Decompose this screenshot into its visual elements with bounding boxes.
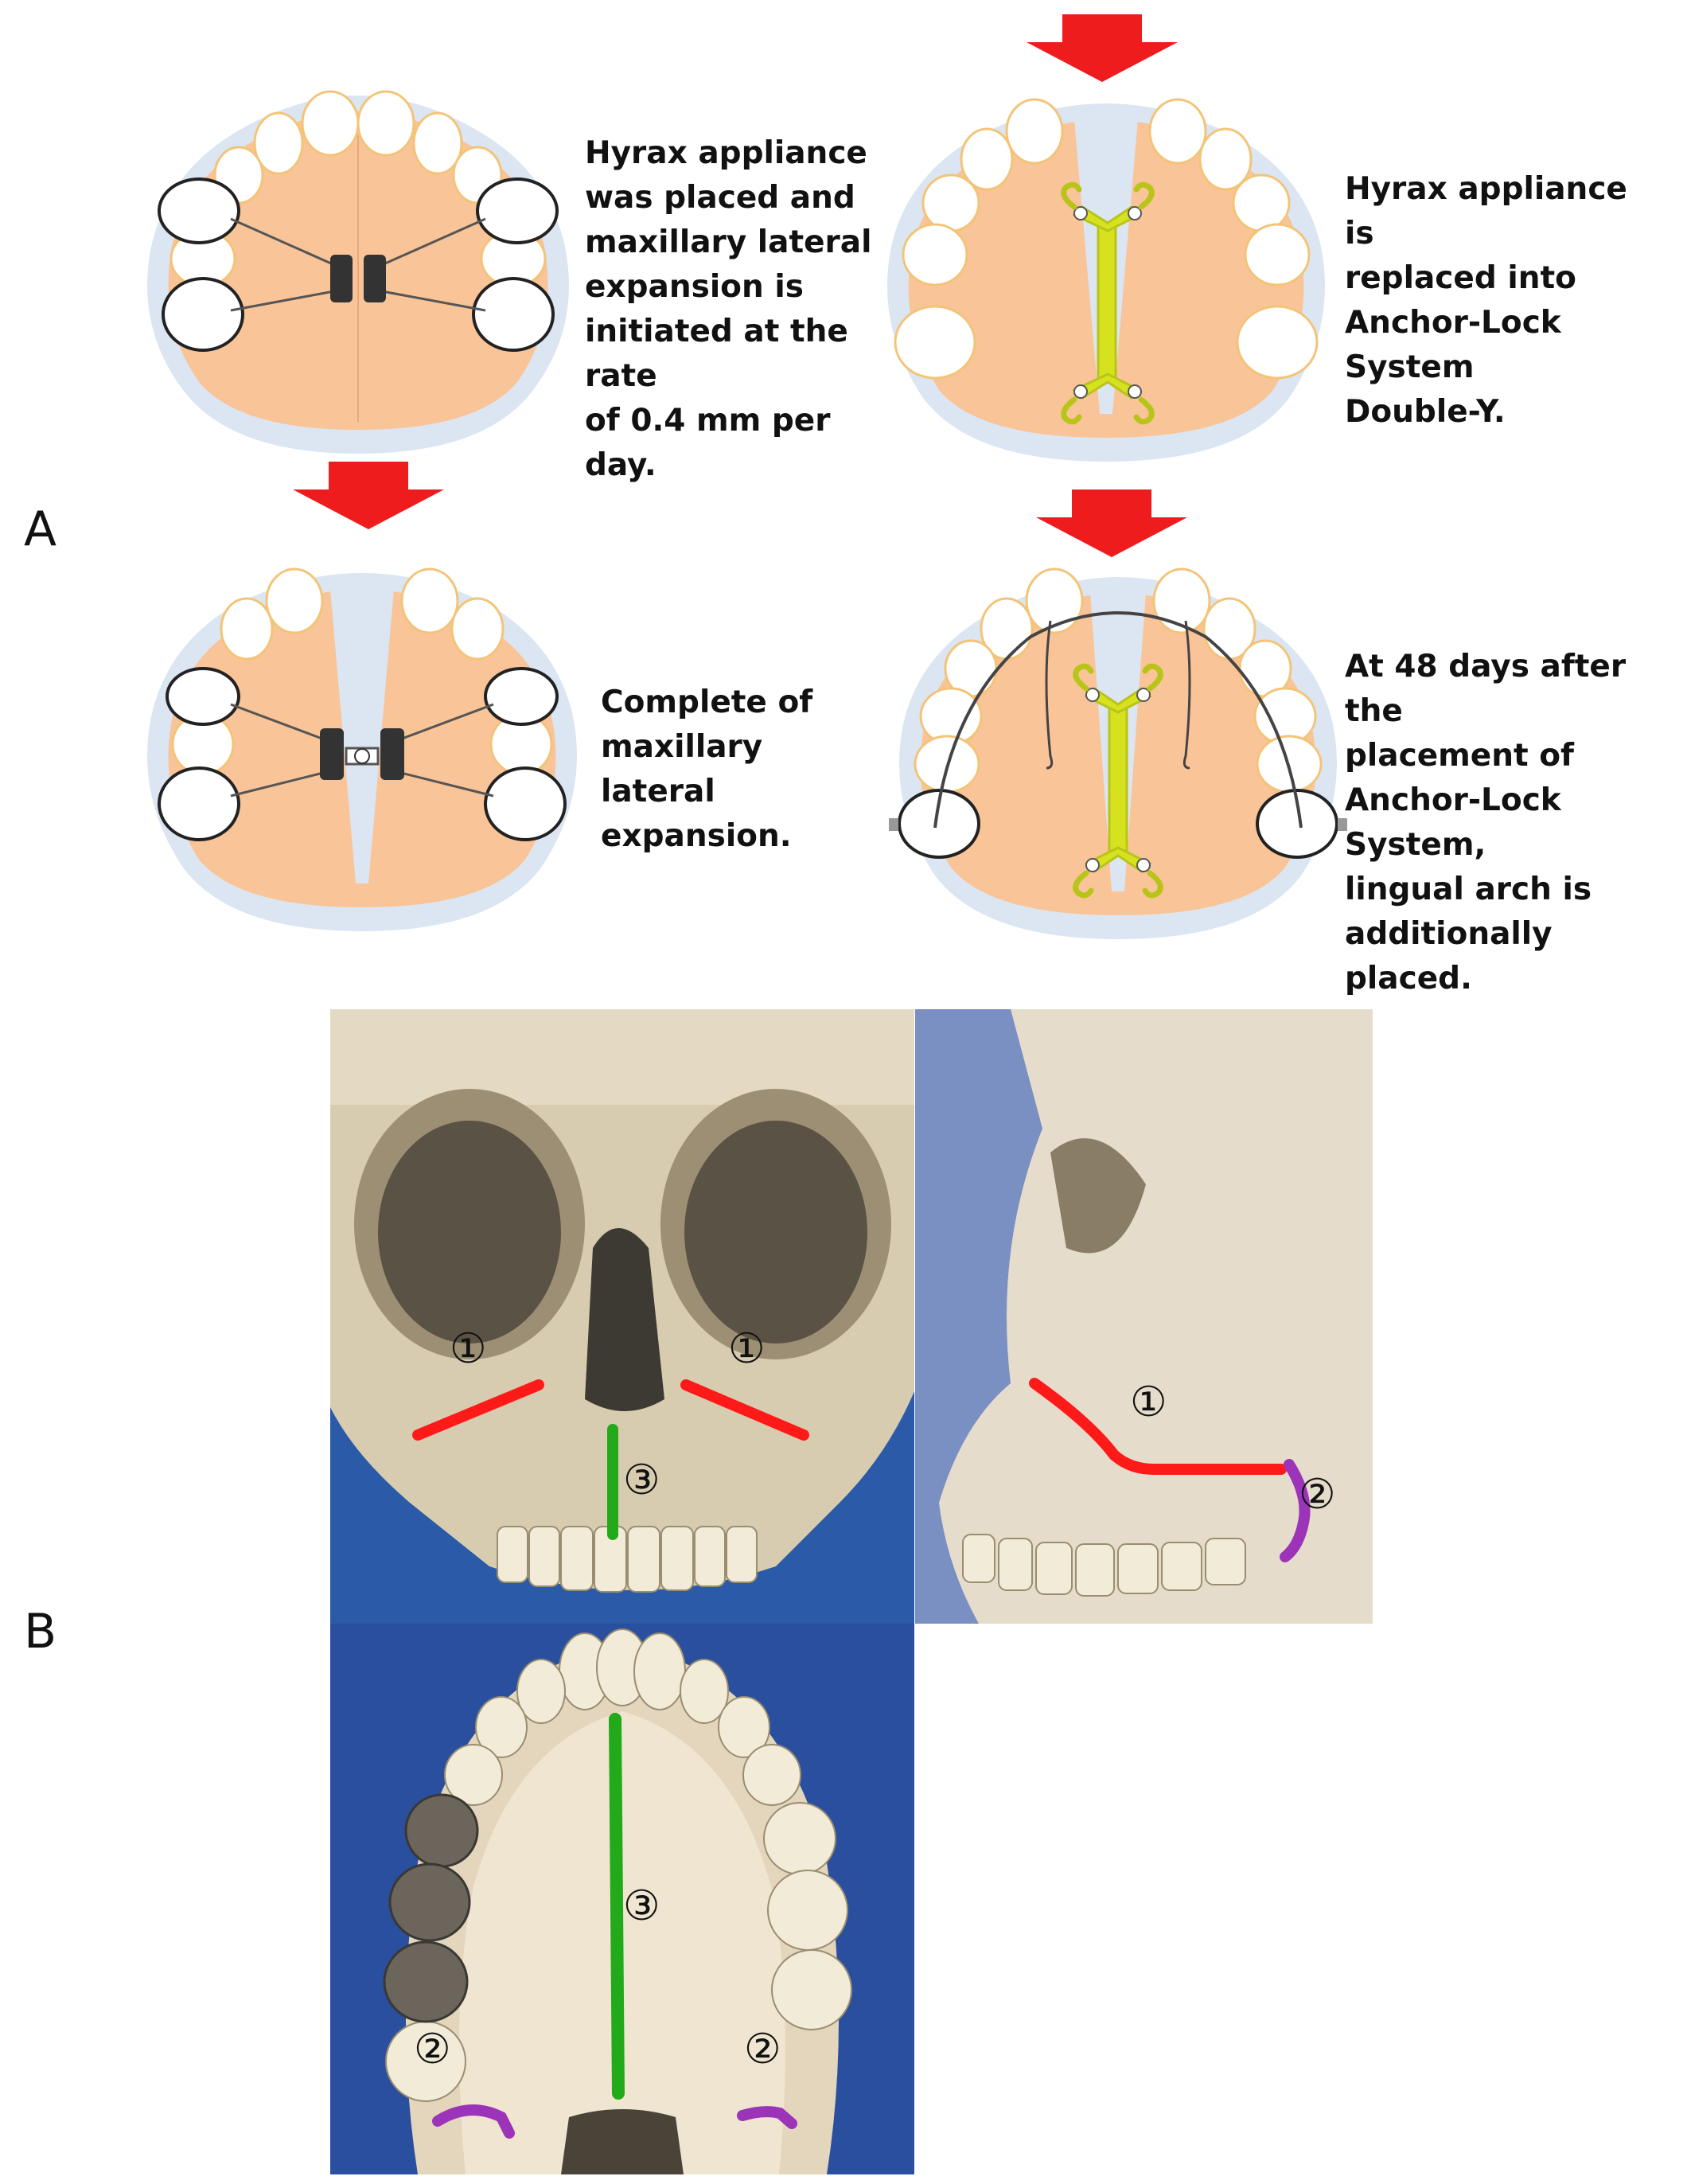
suture-marker-2: ② xyxy=(414,2026,451,2073)
suture-marker-3: ③ xyxy=(623,1882,660,1930)
caption-step-4: At 48 days after the placement of Anchor… xyxy=(1345,649,1627,996)
arrow-down-icon xyxy=(1036,489,1187,557)
caption-step-2: Hyrax appliance is replaced into Anchor-… xyxy=(1345,171,1627,430)
diagram-anchor-lock xyxy=(875,88,1337,470)
suture-marker-1: ① xyxy=(728,1325,766,1373)
suture-marker-3: ③ xyxy=(623,1457,660,1504)
caption-step-3: Complete of maxillary lateral expansion. xyxy=(601,684,813,854)
skull-frontal-photo xyxy=(330,1009,914,1624)
arrow-down-icon xyxy=(1027,14,1178,82)
arrow-down-icon xyxy=(293,462,444,529)
suture-marker-1: ① xyxy=(450,1325,487,1373)
diagram-hyrax-placed xyxy=(135,88,581,462)
suture-marker-1: ① xyxy=(1130,1379,1167,1426)
skull-lateral-photo xyxy=(915,1009,1373,1624)
diagram-expansion-complete xyxy=(135,557,589,939)
diagram-lingual-arch xyxy=(887,557,1349,947)
caption-step-1: Hyrax appliance was placed and maxillary… xyxy=(585,135,872,483)
palate-occlusal-photo xyxy=(330,1624,914,2174)
panel-b-label: B xyxy=(24,1604,57,1659)
suture-marker-2: ② xyxy=(744,2026,781,2073)
suture-marker-2: ② xyxy=(1299,1471,1336,1519)
panel-a-label: A xyxy=(24,501,57,557)
